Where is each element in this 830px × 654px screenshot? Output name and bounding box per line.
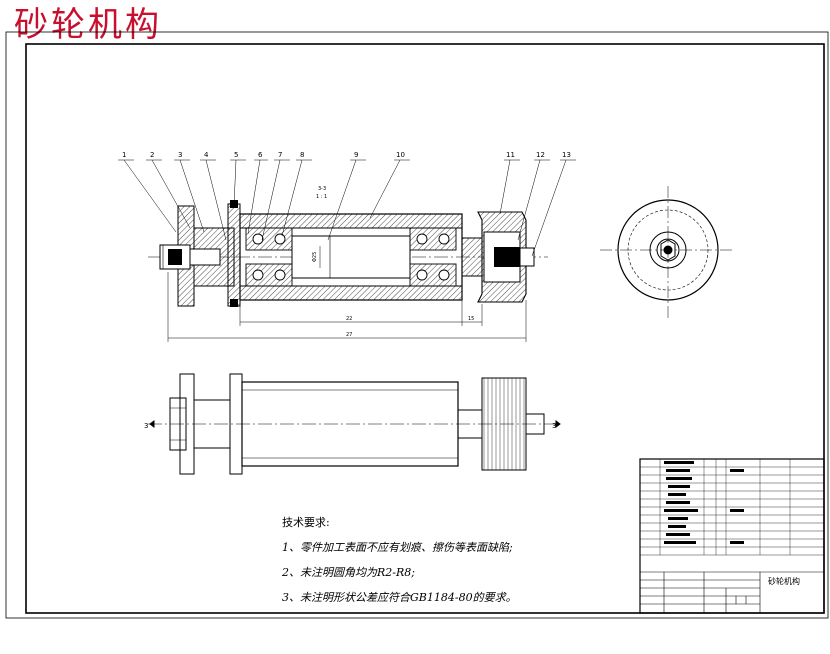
part-number: 13 xyxy=(562,151,571,159)
section-view: Φ25 3-3 1 : 1 22 15 27 xyxy=(148,186,548,342)
part-number: 7 xyxy=(278,151,282,159)
dim-15: 15 xyxy=(468,316,474,322)
note-item: 1、零件加工表面不应有划痕、擦伤等表面缺陷; xyxy=(282,541,513,554)
end-view xyxy=(600,186,732,318)
dim-22: 22 xyxy=(346,316,352,322)
part-number: 8 xyxy=(300,151,304,159)
section-scale: 1 : 1 xyxy=(316,194,327,200)
title-block-name: 砂轮机构 xyxy=(768,576,800,586)
shaft-diameter-dim: Φ25 xyxy=(312,252,318,262)
part-number: 3 xyxy=(178,151,182,159)
note-item: 2、未注明圆角均为R2-R8; xyxy=(282,566,415,579)
part-number: 9 xyxy=(354,151,358,159)
view-marker-left: 3 xyxy=(144,422,148,430)
dim-27: 27 xyxy=(346,332,352,338)
part-number: 6 xyxy=(258,151,263,159)
part-number-labels: 1 2 3 4 5 6 7 8 9 10 11 12 13 xyxy=(122,151,571,159)
part-number: 5 xyxy=(234,151,238,159)
part-callouts xyxy=(118,159,576,257)
part-number: 1 xyxy=(122,151,126,159)
notes-title: 技术要求: xyxy=(282,516,330,529)
part-number: 2 xyxy=(150,151,154,159)
part-number: 4 xyxy=(204,151,209,159)
elevation-view: 3 3 xyxy=(144,373,561,475)
outer-frame xyxy=(5,31,829,619)
technical-requirements: 技术要求: 1、零件加工表面不应有划痕、擦伤等表面缺陷; 2、未注明圆角均为R2… xyxy=(282,514,517,614)
part-number: 10 xyxy=(396,151,405,159)
inner-frame xyxy=(25,43,825,614)
part-number: 12 xyxy=(536,151,545,159)
view-marker-right: 3 xyxy=(552,422,556,430)
section-label: 3-3 xyxy=(318,186,326,192)
drawing-title: 砂轮机构 xyxy=(14,5,162,45)
part-number: 11 xyxy=(506,151,515,159)
note-item: 3、未注明形状公差应符合GB1184-80的要求。 xyxy=(282,591,517,604)
title-block: 砂轮机构 xyxy=(639,458,825,614)
